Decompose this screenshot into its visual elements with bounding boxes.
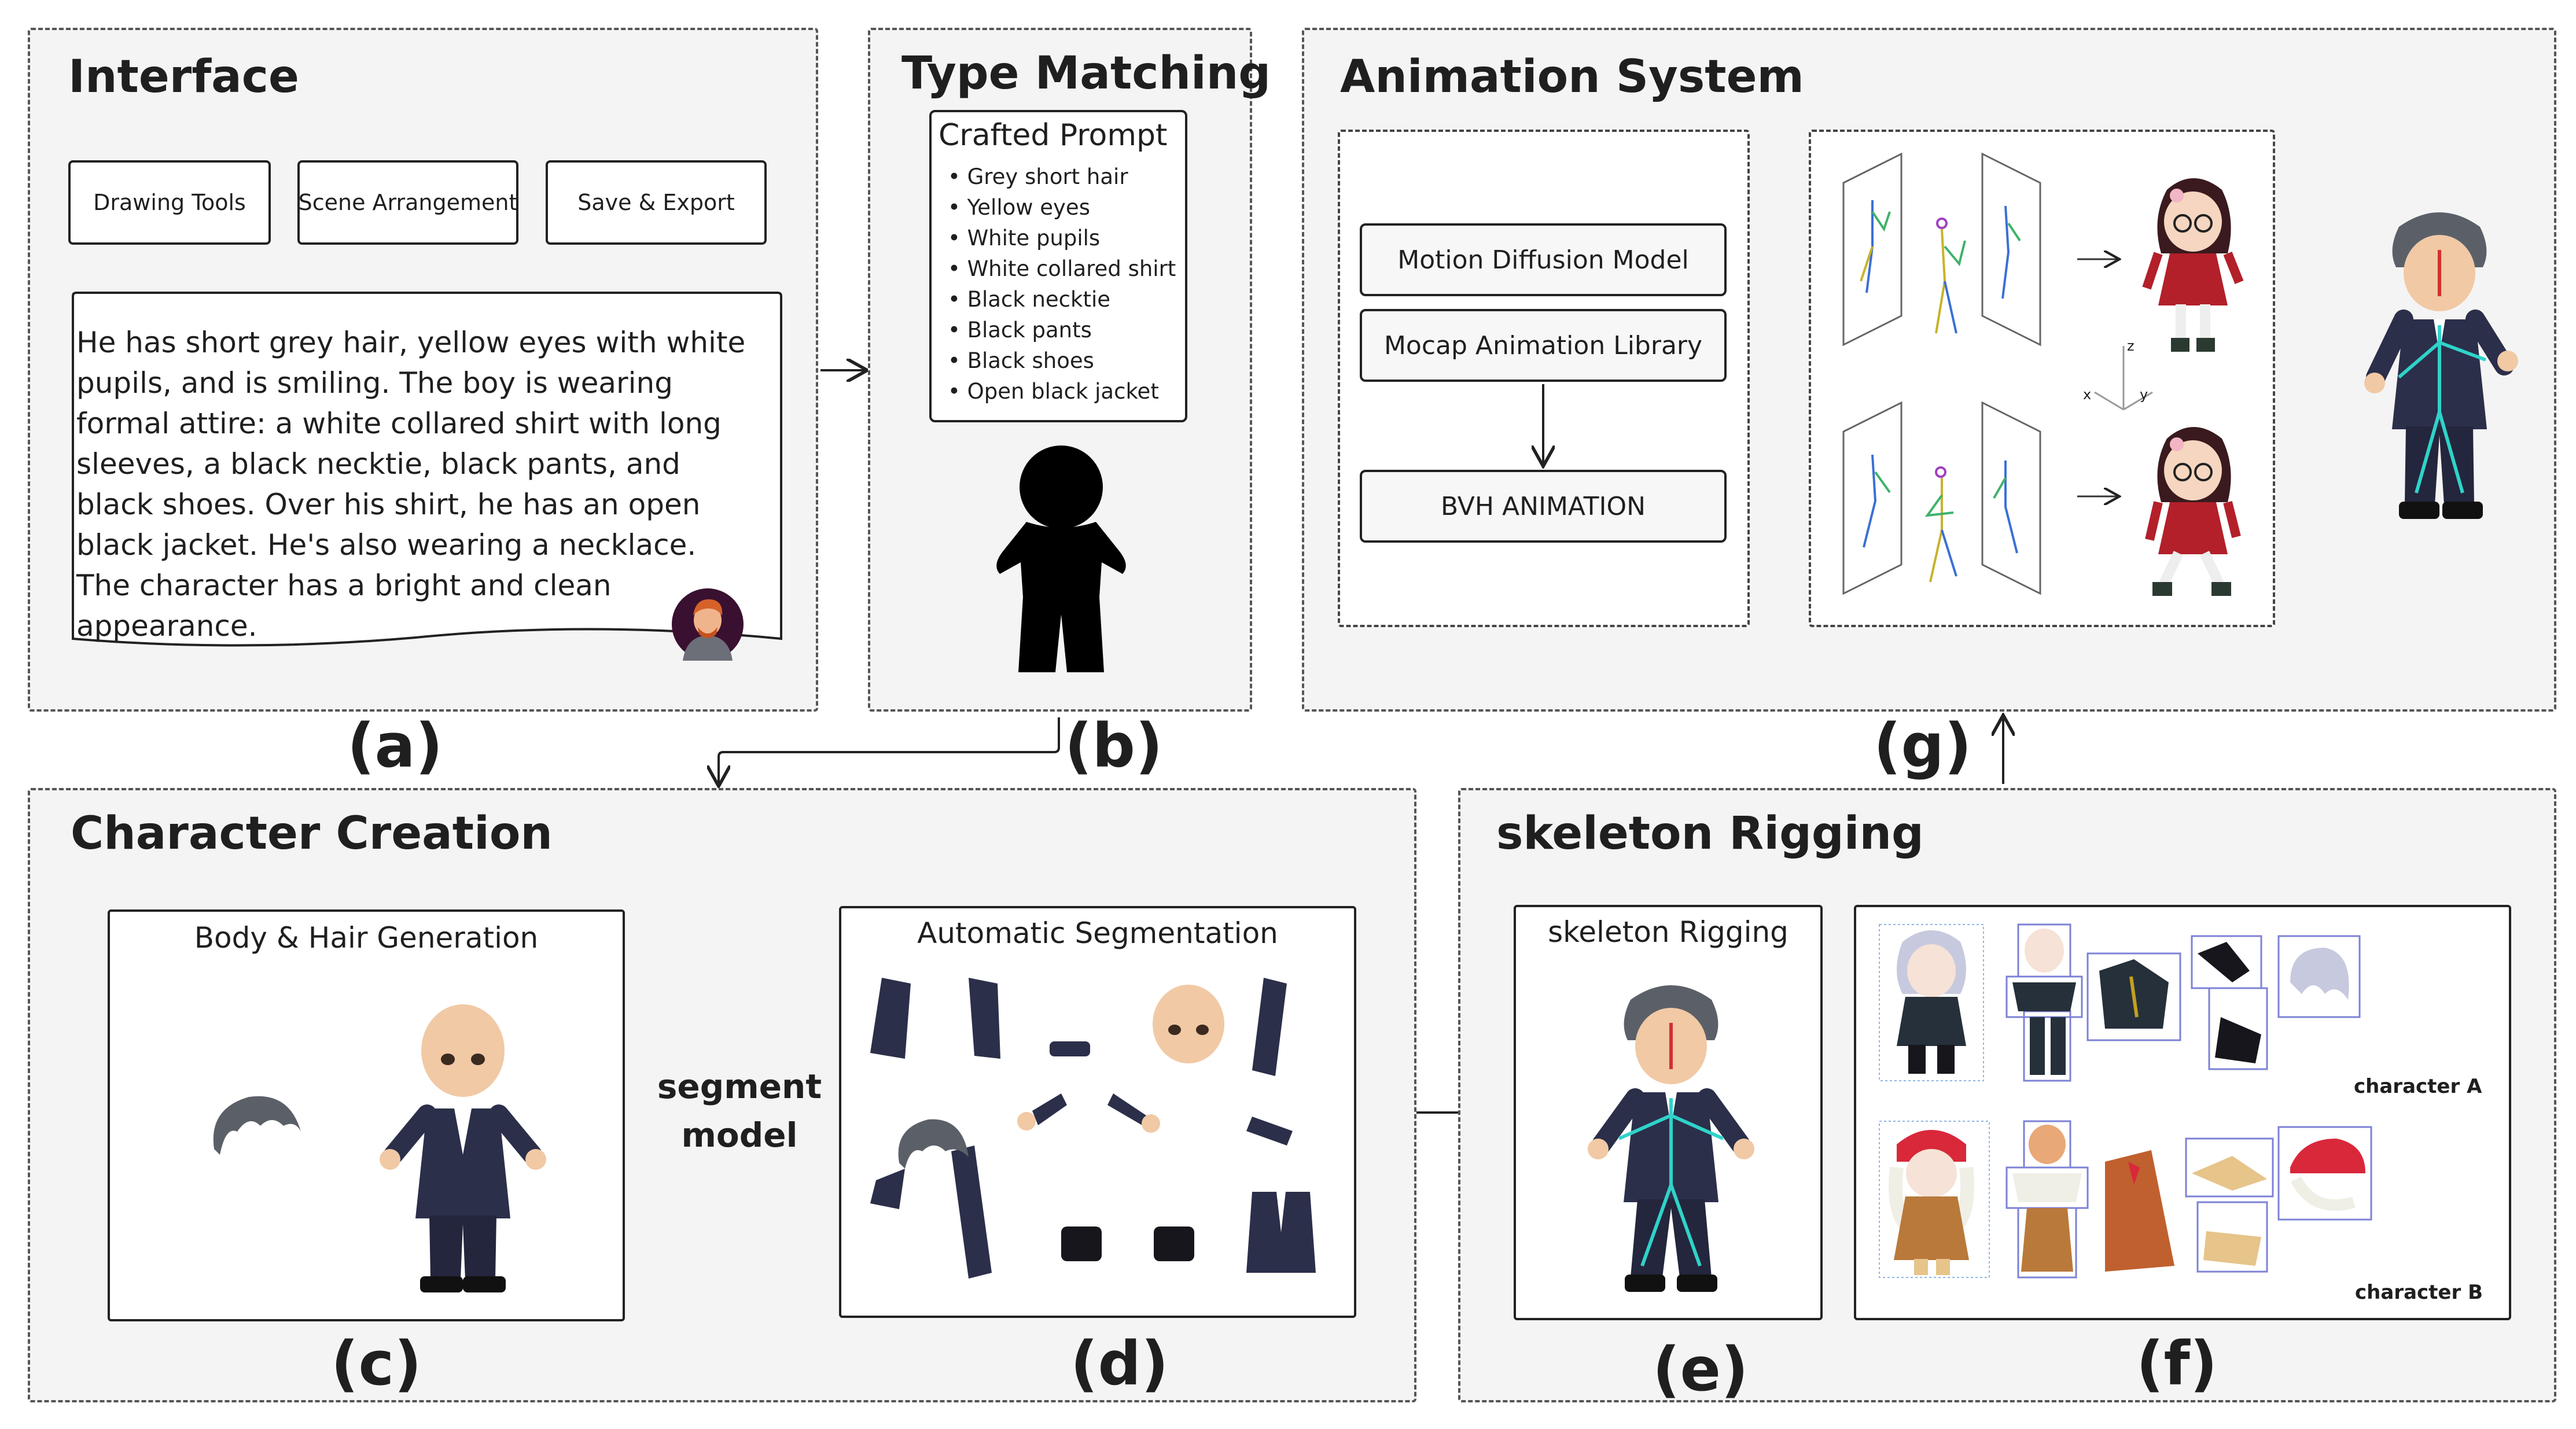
scene-arrangement-button[interactable]: Scene Arrangement xyxy=(297,160,518,245)
prompt-item: • White pupils xyxy=(948,226,1101,251)
final-character-animated xyxy=(2364,212,2518,519)
character-creation-title: Character Creation xyxy=(71,808,553,860)
character-b-label: character B xyxy=(2355,1281,2483,1304)
animation-title: Animation System xyxy=(1340,51,1804,103)
character-silhouette xyxy=(996,445,1126,672)
character-creation-panel: Character Creation Body & Hair Generatio… xyxy=(28,788,1416,1402)
hair-asset xyxy=(213,1096,301,1155)
character-a-sheet xyxy=(1879,923,2361,1082)
prompt-item: • Grey short hair xyxy=(948,164,1128,189)
motion-diffusion-button[interactable]: Motion Diffusion Model xyxy=(1360,223,1727,296)
animation-panel: Animation System Motion Diffusion Model … xyxy=(1302,28,2556,712)
description-card xyxy=(72,292,782,647)
label-g: (g) xyxy=(1874,710,1972,781)
model-word: model xyxy=(681,1115,798,1155)
prompt-item: • Black shoes xyxy=(948,348,1094,373)
skeleton-rigging-panel: skeleton Rigging skeleton Rigging xyxy=(1458,788,2556,1402)
rigging-box-title: skeleton Rigging xyxy=(1548,915,1789,949)
segment-model-label: segment model xyxy=(653,1062,826,1159)
label-e: (e) xyxy=(1653,1334,1749,1405)
skeleton-plot-top xyxy=(1842,152,2041,347)
prompt-item: • Black necktie xyxy=(948,287,1110,312)
save-export-button[interactable]: Save & Export xyxy=(546,160,767,245)
avatar[interactable] xyxy=(670,587,745,662)
label-d: (d) xyxy=(1070,1328,1169,1399)
automatic-segmentation-title: Automatic Segmentation xyxy=(917,916,1278,950)
prompt-item: • Open black jacket xyxy=(948,379,1159,404)
rigged-character xyxy=(1588,985,1754,1292)
bvh-animation-button[interactable]: BVH ANIMATION xyxy=(1360,470,1727,543)
body-hair-title: Body & Hair Generation xyxy=(194,921,539,955)
mocap-to-bvh-arrow xyxy=(1537,384,1549,471)
segmented-parts xyxy=(870,978,1316,1279)
label-a: (a) xyxy=(347,710,443,781)
arrow-b-to-c xyxy=(719,717,1060,784)
character-examples-box: character A xyxy=(1854,905,2511,1320)
axis-x-label: x xyxy=(2083,386,2092,403)
description-text: He has short grey hair, yellow eyes with… xyxy=(76,326,746,643)
character-a-label: character A xyxy=(2354,1075,2482,1098)
label-c: (c) xyxy=(331,1328,422,1399)
axes-icon xyxy=(2094,346,2153,411)
character-red-walking xyxy=(2145,427,2241,596)
axis-z-label: z xyxy=(2127,338,2135,354)
motion-source-box: Motion Diffusion Model Mocap Animation L… xyxy=(1338,130,1750,627)
skeleton-plot-bottom xyxy=(1842,401,2041,595)
type-matching-panel: Type Matching Crafted Prompt • Grey shor… xyxy=(868,28,1271,712)
character-red-standing xyxy=(2142,178,2244,352)
prompt-item: • White collared shirt xyxy=(948,256,1176,281)
bald-body-asset xyxy=(380,1004,546,1292)
prompt-item: • Yellow eyes xyxy=(948,195,1090,220)
interface-title: Interface xyxy=(68,51,299,103)
body-hair-box: Body & Hair Generation xyxy=(108,909,625,1321)
type-matching-title: Type Matching xyxy=(901,47,1271,100)
label-b: (b) xyxy=(1065,710,1163,781)
mocap-library-button[interactable]: Mocap Animation Library xyxy=(1360,309,1727,382)
label-f: (f) xyxy=(2136,1328,2218,1399)
small-arrows xyxy=(2077,248,2129,514)
retarget-preview-box: z x y xyxy=(1809,130,2275,627)
prompt-item: • Black pants xyxy=(948,318,1092,342)
automatic-segmentation-box: Automatic Segmentation xyxy=(839,906,1356,1318)
segment-word: segment xyxy=(657,1067,822,1106)
axis-y-label: y xyxy=(2140,386,2148,403)
drawing-tools-button[interactable]: Drawing Tools xyxy=(68,160,271,245)
crafted-prompt-box: Crafted Prompt • Grey short hair • Yello… xyxy=(929,110,1187,422)
skeleton-rigging-title: skeleton Rigging xyxy=(1496,808,1924,860)
interface-panel: Interface Drawing Tools Scene Arrangemen… xyxy=(28,28,818,712)
rigging-box: skeleton Rigging xyxy=(1514,905,1823,1320)
prompt-title: Crafted Prompt xyxy=(939,118,1168,153)
character-b-sheet xyxy=(1879,1120,2372,1279)
